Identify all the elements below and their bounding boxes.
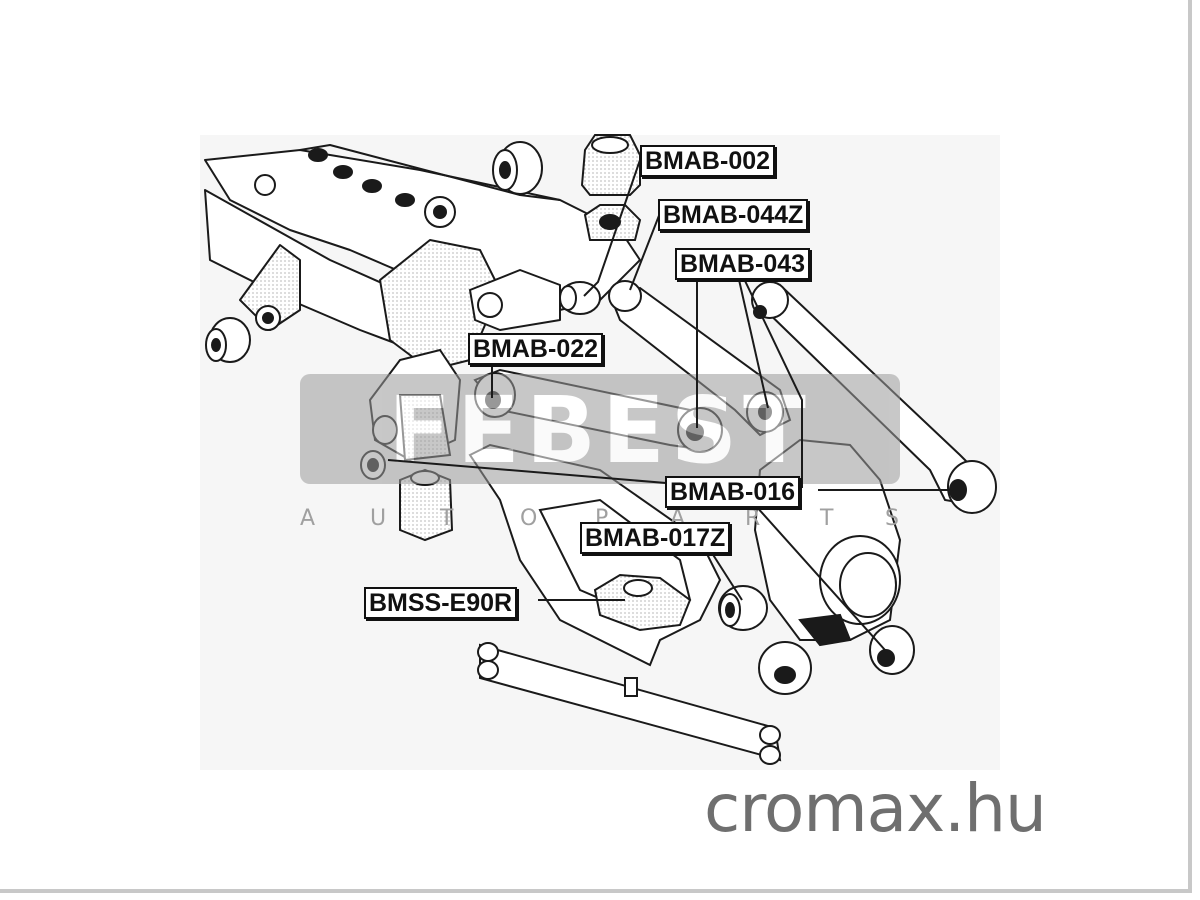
part-label-bmab-016: BMAB-016 [665,476,801,508]
watermark-letter: U [370,506,387,531]
loose-bushing-upper [492,141,543,195]
part-label-bmab-002: BMAB-002 [640,145,776,177]
lower-link-bar [477,642,782,765]
part-label-bmab-022: BMAB-022 [468,333,604,365]
watermark-letter: T [820,506,834,531]
lower-control-arm [468,443,768,667]
leader-lines [387,159,955,651]
watermark-brand: FEBEST [388,377,812,484]
subframe-mount-bushing [580,134,642,241]
watermark-letter: R [745,506,761,531]
watermark-letter: A [300,506,316,531]
site-credit: cromax.hu [704,770,1047,847]
part-label-bmss-e90r: BMSS-E90R [364,587,518,619]
part-label-bmab-044z: BMAB-044Z [658,199,809,231]
loose-bushing-left [205,317,251,363]
watermark-letter: O [520,506,538,531]
part-label-bmab-017z: BMAB-017Z [580,522,731,554]
watermark-subtitle: A U T O P A R T S [300,506,900,532]
watermark: FEBEST [300,374,900,484]
watermark-letter: S [885,506,899,531]
watermark-letter: T [440,506,454,531]
part-label-bmab-043: BMAB-043 [675,248,811,280]
